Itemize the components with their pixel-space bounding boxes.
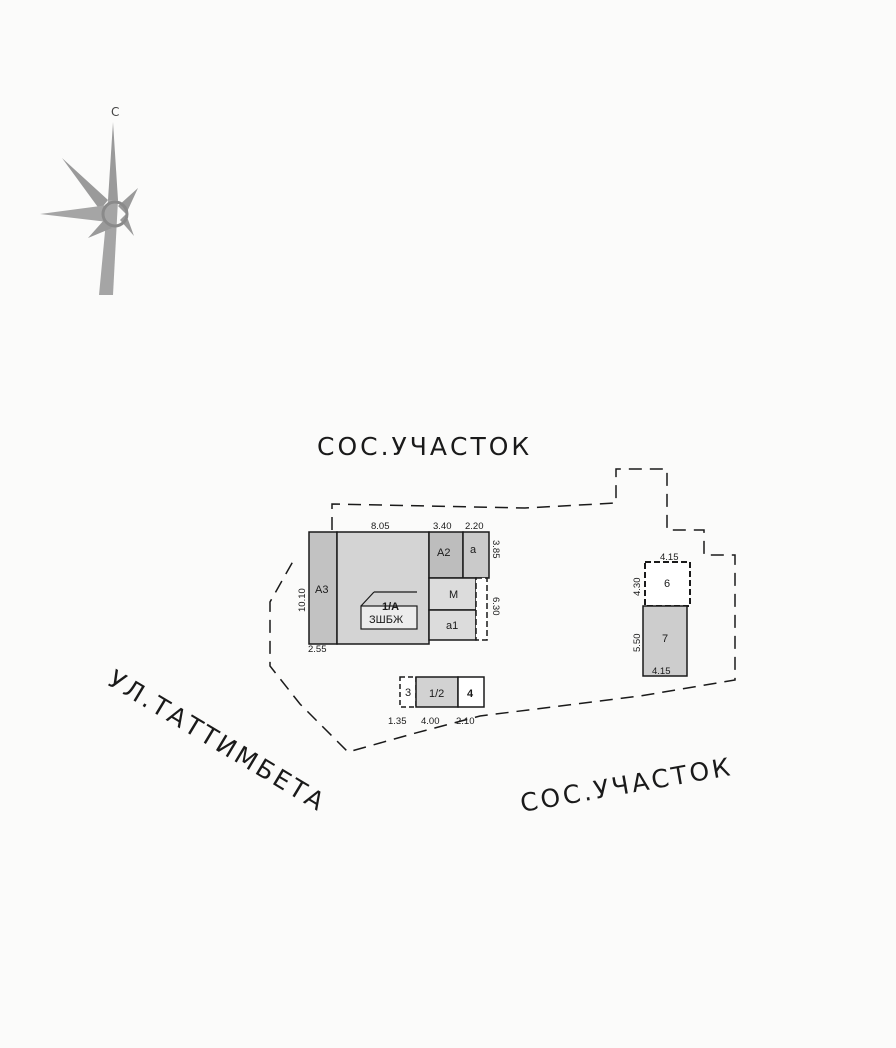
label-b6: 6 (664, 578, 670, 590)
main-building (308, 531, 490, 645)
building-bottom (399, 676, 485, 708)
label-b12: 1/2 (429, 688, 444, 700)
label-a: а (470, 544, 477, 556)
label-neighbor-top: СОС.УЧАСТОК (317, 432, 532, 461)
dim-385: 3.85 (490, 540, 501, 559)
dim-340: 3.40 (433, 521, 452, 532)
label-main-material: ЗШБЖ (369, 614, 403, 626)
label-a3: А3 (315, 584, 328, 596)
dim-1010: 10.10 (297, 588, 308, 612)
label-b4: 4 (467, 688, 474, 700)
dim-415-top: 4.15 (660, 552, 679, 563)
label-m: М (449, 589, 458, 601)
dim-805: 8.05 (371, 521, 390, 532)
dim-135: 1.35 (388, 716, 407, 727)
compass-rose-icon (40, 122, 138, 295)
label-street: УЛ.ТАТТИМБЕТА (103, 664, 332, 817)
dim-210: 2.10 (456, 716, 475, 727)
dim-220: 2.20 (465, 521, 484, 532)
label-neighbor-bottom: СОС.УЧАСТОК (518, 752, 735, 818)
dim-430: 4.30 (632, 578, 643, 597)
building-right (642, 561, 691, 677)
dim-400: 4.00 (421, 716, 440, 727)
dim-415-bottom: 4.15 (652, 666, 671, 677)
label-a2: А2 (437, 547, 450, 559)
label-a1: а1 (446, 620, 458, 632)
plot-boundary (269, 468, 736, 753)
label-main-code: 1/А (382, 601, 399, 613)
label-b7: 7 (662, 633, 668, 645)
dim-630: 6.30 (490, 597, 501, 616)
label-b3: 3 (405, 687, 411, 699)
dim-550: 5.50 (632, 634, 643, 653)
north-label: С (111, 105, 119, 119)
dim-255: 2.55 (308, 644, 327, 655)
